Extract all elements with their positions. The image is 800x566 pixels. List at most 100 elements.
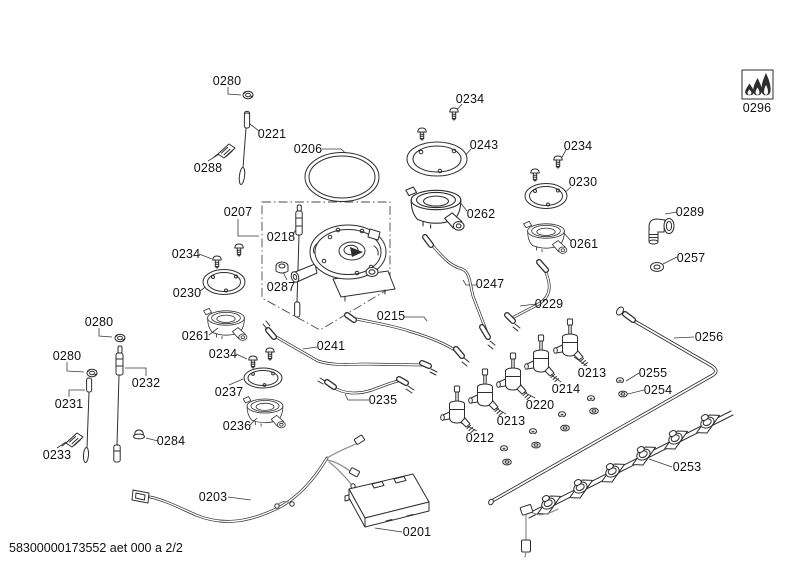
screw-0234 <box>265 347 275 361</box>
gas-pipe-0215 <box>344 312 470 367</box>
cable-harness-0203 <box>131 434 365 523</box>
retainer-clip <box>500 445 508 452</box>
screw-0234 <box>553 155 563 169</box>
screw-0234 <box>449 107 459 121</box>
part-label-0207: 0207 <box>223 205 253 219</box>
burner-base-assembly <box>290 224 396 302</box>
retainer-clip <box>558 411 566 418</box>
part-label-0213: 0213 <box>496 414 526 428</box>
part-label-0289: 0289 <box>675 205 705 219</box>
part-label-0280: 0280 <box>84 315 114 329</box>
part-label-0215: 0215 <box>376 309 406 323</box>
gas-pipe-0247 <box>422 234 496 350</box>
part-label-0221: 0221 <box>257 127 287 141</box>
burner-ring-0206 <box>304 152 380 202</box>
gas-valve-0212 <box>440 385 475 433</box>
washer <box>560 424 570 432</box>
screw-0234 <box>530 168 540 182</box>
collar-nut-0287 <box>275 261 289 274</box>
part-label-0261: 0261 <box>181 329 211 343</box>
washer <box>589 407 599 415</box>
manifold-rail-0253 <box>519 408 734 558</box>
part-label-0234: 0234 <box>208 347 238 361</box>
part-label-0214: 0214 <box>551 382 581 396</box>
part-label-0213: 0213 <box>577 366 607 380</box>
part-label-0234: 0234 <box>455 92 485 106</box>
flange-ring-0237 <box>243 367 283 389</box>
elbow-fitting-0289 <box>648 218 675 245</box>
part-label-0261: 0261 <box>569 237 599 251</box>
leader-lines <box>56 87 695 533</box>
sealing-washer-0257 <box>650 262 664 272</box>
assembly-boundary-0207 <box>261 201 391 331</box>
part-label-0230: 0230 <box>172 286 202 300</box>
gas-valve-0213 <box>553 318 588 366</box>
flange-ring-0243 <box>406 141 468 177</box>
part-label-0280: 0280 <box>212 74 242 88</box>
washer <box>531 441 541 449</box>
screw-0234 <box>417 127 427 141</box>
part-label-0218: 0218 <box>266 230 296 244</box>
screw-0234 <box>234 243 244 257</box>
ignition-box-0201 <box>344 473 430 528</box>
document-reference: 58300000173552 aet 000 a 2/2 <box>9 541 183 555</box>
part-label-0236: 0236 <box>222 419 252 433</box>
part-label-0296: 0296 <box>742 101 772 115</box>
gas-pipe-0241 <box>262 320 438 376</box>
inlet-pipe-0256 <box>488 306 718 506</box>
ignition-electrode-0218 <box>294 204 303 318</box>
part-label-0235: 0235 <box>368 393 398 407</box>
part-label-0206: 0206 <box>293 142 323 156</box>
screw-0234 <box>212 255 222 269</box>
part-label-0203: 0203 <box>198 490 228 504</box>
screw-0234 <box>248 355 258 369</box>
retainer-clip <box>587 395 595 402</box>
ignition-electrode-0221 <box>238 110 251 185</box>
washer <box>502 458 512 466</box>
part-label-0256: 0256 <box>694 330 724 344</box>
grommet-0280 <box>86 368 98 378</box>
gas-pipe-0229 <box>504 259 551 332</box>
three-flames-icon <box>741 69 774 100</box>
ignition-electrode-0231 <box>82 377 93 463</box>
gas-pipe-0235 <box>317 376 415 395</box>
part-label-0230: 0230 <box>568 175 598 189</box>
part-label-0241: 0241 <box>316 339 346 353</box>
part-label-0229: 0229 <box>534 297 564 311</box>
part-label-0284: 0284 <box>156 434 186 448</box>
retainer-clip-0255 <box>616 377 624 384</box>
part-label-0233: 0233 <box>42 448 72 462</box>
ignition-electrode-0232 <box>113 345 124 463</box>
gas-valve-0213 <box>468 368 503 416</box>
cap-nut-0284 <box>133 429 145 440</box>
part-label-0201: 0201 <box>402 525 432 539</box>
burner-body-0262 <box>405 186 465 231</box>
terminal-connector-0288 <box>213 143 236 159</box>
part-label-0257: 0257 <box>676 251 706 265</box>
part-label-0212: 0212 <box>465 431 495 445</box>
retainer-clip <box>529 428 537 435</box>
flange-ring-0230 <box>524 183 568 209</box>
flange-ring-0230 <box>202 269 246 295</box>
part-label-0254: 0254 <box>643 383 673 397</box>
grommet-0280 <box>114 333 126 343</box>
gas-valve-0214 <box>524 334 559 382</box>
part-label-0232: 0232 <box>131 376 161 390</box>
part-label-0220: 0220 <box>525 398 555 412</box>
part-label-0287: 0287 <box>266 280 296 294</box>
part-label-0243: 0243 <box>469 138 499 152</box>
part-label-0253: 0253 <box>672 460 702 474</box>
part-label-0288: 0288 <box>193 161 223 175</box>
part-label-0231: 0231 <box>54 397 84 411</box>
part-label-0280: 0280 <box>52 349 82 363</box>
grommet-0280 <box>242 90 254 100</box>
part-label-0237: 0237 <box>214 385 244 399</box>
part-label-0247: 0247 <box>475 277 505 291</box>
terminal-connector-0233 <box>61 432 84 448</box>
part-label-0255: 0255 <box>638 366 668 380</box>
part-label-0234: 0234 <box>171 247 201 261</box>
burner-body-0261 <box>523 220 568 254</box>
part-label-0234: 0234 <box>563 139 593 153</box>
